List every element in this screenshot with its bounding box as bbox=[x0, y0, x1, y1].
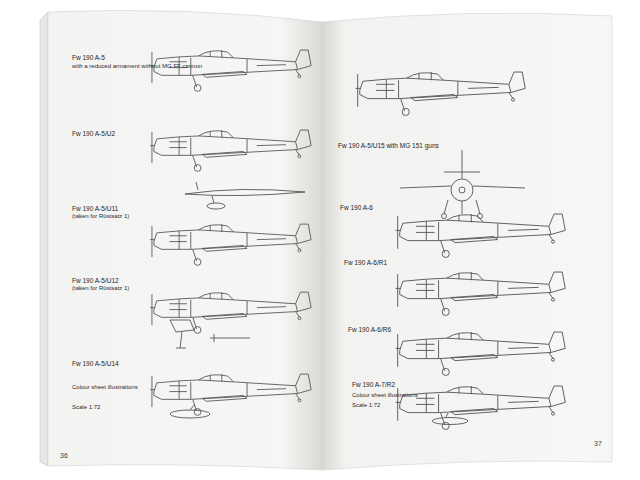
page-edges bbox=[40, 12, 48, 466]
left-page bbox=[48, 10, 322, 470]
front-view bbox=[400, 150, 525, 219]
underwing-stores bbox=[432, 413, 468, 425]
aircraft-profile bbox=[150, 224, 311, 265]
page-number: 36 bbox=[60, 452, 68, 460]
aircraft-profile bbox=[396, 332, 566, 375]
drawing-caption: Fw 190 A-6 bbox=[340, 204, 373, 212]
drawing-caption: Fw 190 A-7/R2 bbox=[352, 381, 395, 389]
aircraft-profile bbox=[150, 374, 311, 415]
right-page bbox=[322, 13, 612, 470]
drawing-caption: Scale 1:72 bbox=[352, 402, 380, 409]
drawing-caption: Fw 190 A-5/U2 bbox=[72, 130, 115, 138]
aircraft-profile bbox=[356, 72, 526, 115]
aircraft-profile bbox=[150, 50, 311, 91]
drawing-caption: Fw 190 A-5/U14 bbox=[72, 360, 119, 368]
page-number: 37 bbox=[594, 440, 602, 448]
aircraft-profile bbox=[396, 386, 566, 429]
drawing-caption: Colour sheet illustrations bbox=[72, 384, 138, 391]
drawing-caption: Fw 190 A-5/U15 with MG 151 guns bbox=[338, 142, 439, 150]
aircraft-profile bbox=[150, 292, 311, 333]
drawing-caption: Fw 190 A-5 bbox=[72, 54, 105, 62]
drawing-caption: Scale 1:72 bbox=[72, 404, 100, 411]
drawing-caption: (taken for Rüstsatz 1) bbox=[72, 213, 129, 220]
drawing-caption: Colour sheet illustrations bbox=[352, 392, 418, 399]
drawing-caption: Fw 190 A-5/U11 bbox=[72, 205, 118, 213]
drawing-caption: (taken for Rüstsatz 1) bbox=[72, 285, 129, 292]
aircraft-profile bbox=[150, 130, 311, 171]
aircraft-profile bbox=[396, 214, 566, 257]
detail-drawings bbox=[170, 182, 305, 418]
aircraft-profile bbox=[396, 272, 566, 315]
drawing-caption: Fw 190 A-6/R1 bbox=[344, 259, 387, 267]
drawing-caption: Fw 190 A-5/U12 bbox=[72, 277, 119, 285]
drawing-caption: with a reduced armament without MG FF ca… bbox=[72, 63, 202, 70]
drawing-caption: Fw 190 A-6/R6 bbox=[348, 326, 391, 334]
